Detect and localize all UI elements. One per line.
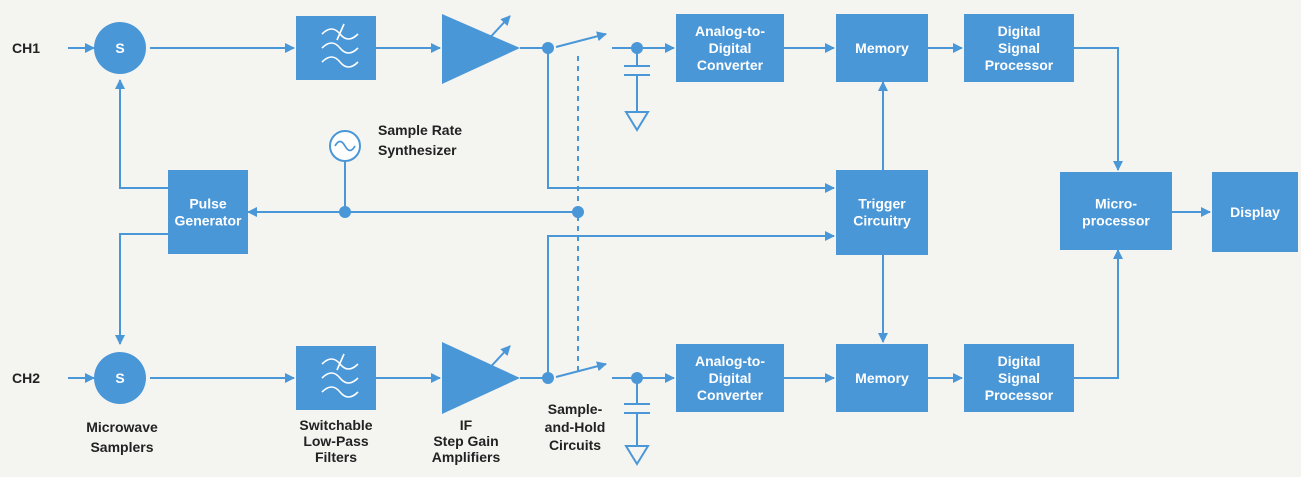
memory-block-ch1: Memory <box>836 14 928 82</box>
dsp1-text-line: Digital <box>998 23 1041 39</box>
amplifiers-label-line: Step Gain <box>433 433 498 449</box>
display-block: Display <box>1212 172 1298 252</box>
microprocessor-block: Micro-processor <box>1060 172 1172 250</box>
ground-symbol-ch1 <box>624 111 650 132</box>
adc1-text-line: Digital <box>709 40 752 56</box>
sampler-ch2: S <box>94 352 146 404</box>
ch2-input-label: CH2 <box>12 370 40 386</box>
junction-dot <box>542 372 554 384</box>
trigger-text-line: Trigger <box>858 196 906 212</box>
sample_hold-label-line: Circuits <box>549 437 601 453</box>
svg-text:Display: Display <box>1230 204 1280 220</box>
pulse_generator-text-line: Generator <box>175 213 242 229</box>
amplifier-ch1 <box>442 14 520 84</box>
samplers-label-line: Microwave <box>86 419 158 435</box>
memory2-text-line: Memory <box>855 370 909 386</box>
pulse_generator-text-line: Pulse <box>189 196 227 212</box>
dsp1-text-line: Signal <box>998 40 1040 56</box>
memory-block-ch2: Memory <box>836 344 928 412</box>
amplifier-ch2 <box>442 342 520 414</box>
synthesizer-icon <box>329 130 361 162</box>
amplifiers-label-line: IF <box>460 417 473 433</box>
dsp2-text-line: Processor <box>985 387 1054 403</box>
display-text-line: Display <box>1230 204 1280 220</box>
junction-dot <box>631 372 643 384</box>
dsp2-text-line: Digital <box>998 353 1041 369</box>
filters-label-line: Low-Pass <box>303 433 369 449</box>
low-pass-filter-ch2 <box>296 346 376 410</box>
filters-label-line: Filters <box>315 449 357 465</box>
adc1-text-line: Converter <box>697 57 764 73</box>
ground-symbol-ch2 <box>624 445 650 466</box>
samplers-label-line: Samplers <box>90 439 153 455</box>
svg-text:Memory: Memory <box>855 40 909 56</box>
ch1-input-label: CH1 <box>12 40 40 56</box>
microprocessor-text-line: Micro- <box>1095 196 1137 212</box>
adc2-text-line: Analog-to- <box>695 353 765 369</box>
microprocessor-text-line: processor <box>1082 213 1150 229</box>
junction-dot <box>339 206 351 218</box>
sample_hold-label-line: and-Hold <box>545 419 606 435</box>
junction-dot <box>542 42 554 54</box>
dsp2-text-line: Signal <box>998 370 1040 386</box>
adc2-text-line: Digital <box>709 370 752 386</box>
synthesizer-label-line: Sample Rate <box>378 122 462 138</box>
signal-wires <box>68 31 1211 446</box>
sampler-symbol-label: S <box>115 370 124 386</box>
sampler-symbol-label: S <box>115 40 124 56</box>
low-pass-filter-ch1 <box>296 16 376 80</box>
amplifiers-label-line: Amplifiers <box>432 449 501 465</box>
sample_hold-label-line: Sample- <box>548 401 603 417</box>
junction-dot <box>572 206 584 218</box>
adc2-text-line: Converter <box>697 387 764 403</box>
junction-dot <box>631 42 643 54</box>
svg-text:Memory: Memory <box>855 370 909 386</box>
synthesizer-label-line: Synthesizer <box>378 142 457 158</box>
svg-text:Micro-processor: Micro-processor <box>1082 196 1150 229</box>
adc1-text-line: Analog-to- <box>695 23 765 39</box>
trigger-text-line: Circuitry <box>853 213 911 229</box>
sampler-ch1: S <box>94 22 146 74</box>
filters-label-line: Switchable <box>299 417 372 433</box>
dsp1-text-line: Processor <box>985 57 1054 73</box>
memory1-text-line: Memory <box>855 40 909 56</box>
